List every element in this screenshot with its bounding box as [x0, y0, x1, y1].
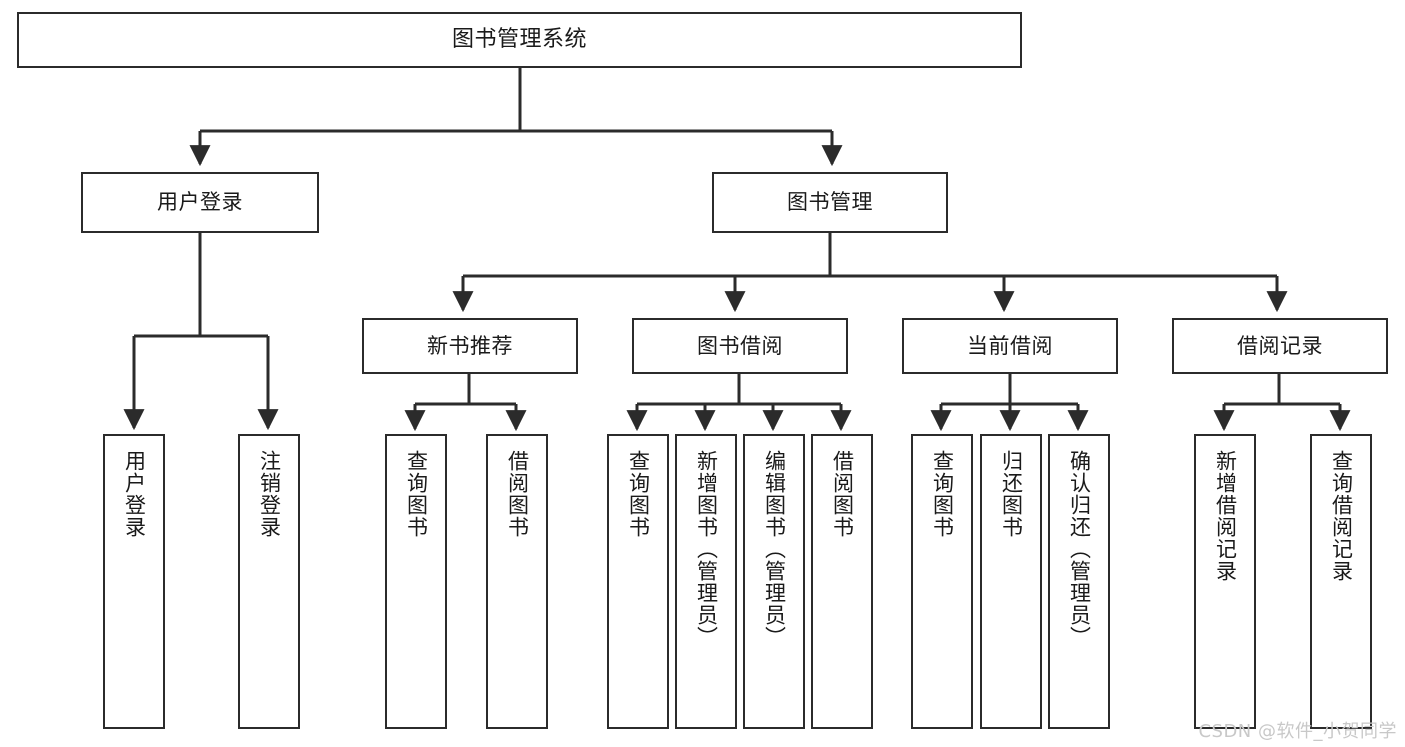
leaf-book-borrow-3-label: 编辑图书（管理员）: [762, 450, 787, 648]
node-current-borrow-label: 当前借阅: [967, 333, 1053, 358]
leaf-new-book-1[interactable]: 查询图书: [385, 434, 447, 729]
node-book-manage-label: 图书管理: [787, 190, 873, 215]
leaf-new-book-2[interactable]: 借阅图书: [486, 434, 548, 729]
leaf-user-login-2[interactable]: 注销登录: [238, 434, 300, 729]
leaf-user-login-1[interactable]: 用户登录: [103, 434, 165, 729]
leaf-book-borrow-2[interactable]: 新增图书（管理员）: [675, 434, 737, 729]
node-current-borrow[interactable]: 当前借阅: [902, 318, 1118, 374]
leaf-new-book-1-label: 查询图书: [404, 450, 429, 538]
leaf-current-borrow-1[interactable]: 查询图书: [911, 434, 973, 729]
node-borrow-record-label: 借阅记录: [1237, 333, 1323, 358]
node-user-login-label: 用户登录: [157, 190, 243, 215]
node-book-manage[interactable]: 图书管理: [712, 172, 948, 233]
node-borrow-record[interactable]: 借阅记录: [1172, 318, 1388, 374]
leaf-borrow-record-2-label: 查询借阅记录: [1329, 450, 1354, 582]
leaf-book-borrow-2-label: 新增图书（管理员）: [694, 450, 719, 648]
leaf-user-login-1-label: 用户登录: [122, 450, 147, 538]
leaf-book-borrow-1-label: 查询图书: [626, 450, 651, 538]
leaf-book-borrow-4-label: 借阅图书: [830, 450, 855, 538]
node-book-borrow[interactable]: 图书借阅: [632, 318, 848, 374]
node-root[interactable]: 图书管理系统: [17, 12, 1022, 68]
leaf-current-borrow-2[interactable]: 归还图书: [980, 434, 1042, 729]
leaf-borrow-record-1-label: 新增借阅记录: [1213, 450, 1238, 582]
node-new-book-recommend[interactable]: 新书推荐: [362, 318, 578, 374]
node-user-login[interactable]: 用户登录: [81, 172, 319, 233]
leaf-new-book-2-label: 借阅图书: [505, 450, 530, 538]
leaf-borrow-record-1[interactable]: 新增借阅记录: [1194, 434, 1256, 729]
leaf-current-borrow-3-label: 确认归还（管理员）: [1067, 450, 1092, 648]
leaf-current-borrow-3[interactable]: 确认归还（管理员）: [1048, 434, 1110, 729]
leaf-user-login-2-label: 注销登录: [257, 450, 282, 538]
leaf-book-borrow-3[interactable]: 编辑图书（管理员）: [743, 434, 805, 729]
leaf-borrow-record-2[interactable]: 查询借阅记录: [1310, 434, 1372, 729]
leaf-book-borrow-1[interactable]: 查询图书: [607, 434, 669, 729]
leaf-current-borrow-2-label: 归还图书: [999, 450, 1024, 538]
node-book-borrow-label: 图书借阅: [697, 333, 783, 358]
leaf-current-borrow-1-label: 查询图书: [930, 450, 955, 538]
leaf-book-borrow-4[interactable]: 借阅图书: [811, 434, 873, 729]
node-new-book-recommend-label: 新书推荐: [427, 333, 513, 358]
node-root-label: 图书管理系统: [451, 27, 587, 53]
